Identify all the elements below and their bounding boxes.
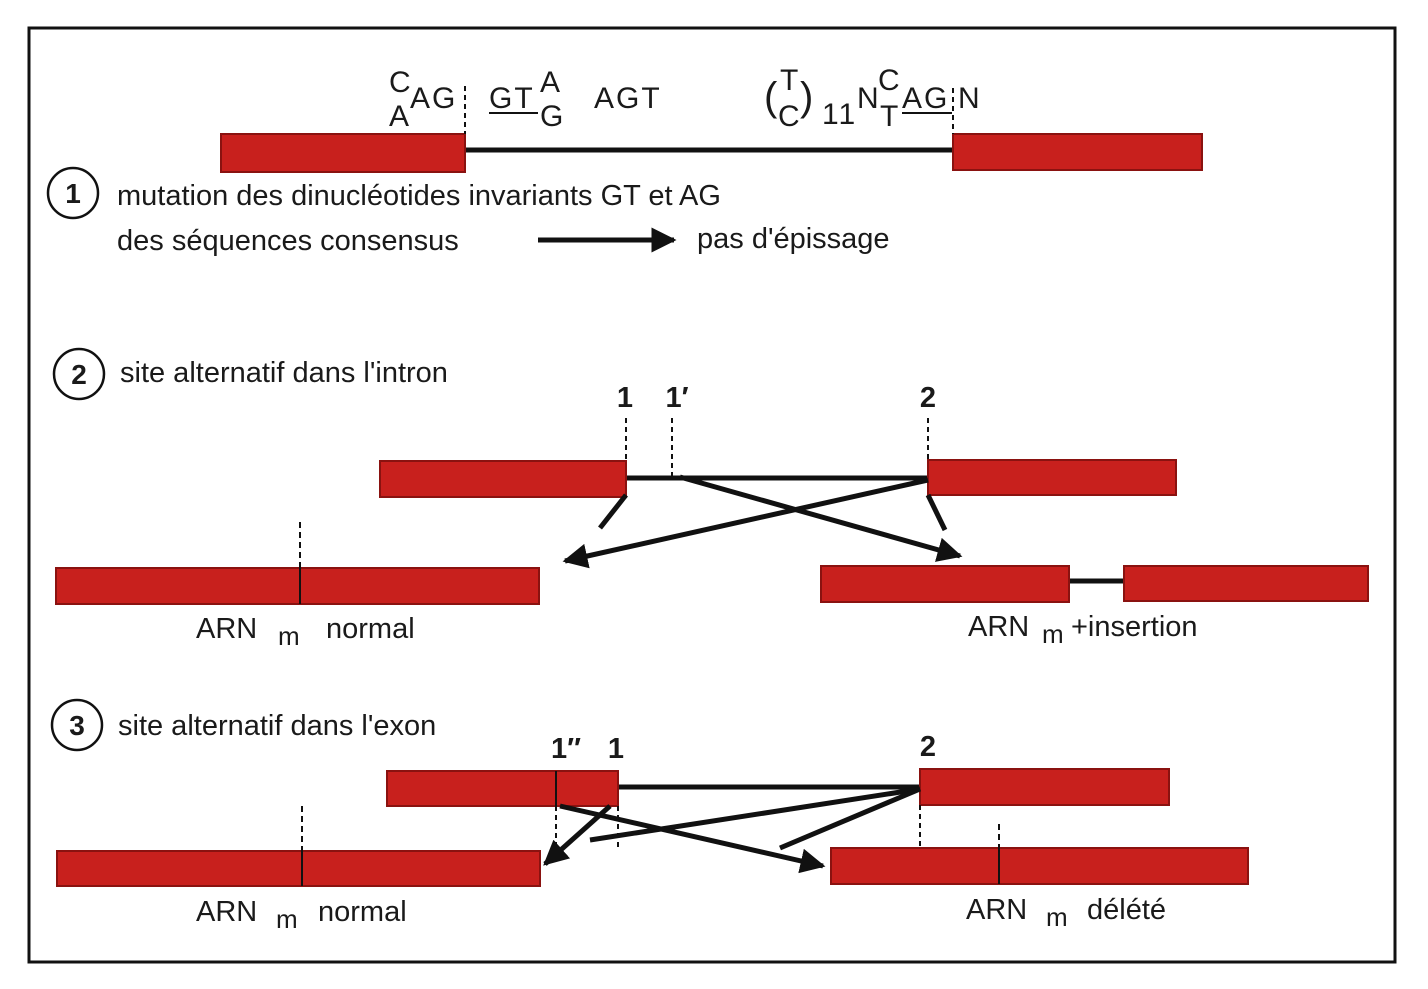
splice-arrow-2-insert-a	[679, 474, 963, 562]
circle-3	[50, 698, 104, 752]
site-3-label-1: 1	[608, 733, 624, 765]
exon-1-left	[220, 133, 466, 173]
section-2-title: site alternatif dans l'intron	[120, 357, 448, 389]
circle-3-number: 3	[69, 710, 85, 741]
seq-ag-left: AG	[410, 82, 457, 115]
section-3-deleted-mrna: ARN m délété	[830, 824, 1249, 932]
section-2-gene: 1 1′ 2	[379, 382, 1177, 569]
exon-2-right	[927, 459, 1177, 496]
site-2-label-1prime: 1′	[665, 382, 688, 414]
splice-arrow-2-normal-a	[598, 493, 628, 530]
section-1-line1: mutation des dinucléotides invariants GT…	[117, 180, 721, 212]
seq-n-right: N	[958, 82, 982, 115]
section-3-normal-mrna: ARN m normal	[56, 806, 541, 934]
seq-a-bottom: A	[389, 100, 411, 133]
site-3-label-2: 2	[920, 731, 936, 763]
circle-2	[52, 347, 106, 401]
mrna-2-insert-arn: ARN	[968, 611, 1029, 643]
seq-c-top2: C	[878, 64, 902, 97]
section-1-text: 1 mutation des dinucléotides invariants …	[46, 166, 890, 257]
splice-arrow-3-deleted-b	[779, 786, 921, 851]
consensus-sequence: C A AG GT A G AGT ( T C ) 11 N C T AG N	[389, 64, 982, 133]
seq-agt: AGT	[594, 82, 662, 115]
splice-arrow-3-normal-b	[589, 786, 921, 843]
mrna-2-normal-word: normal	[326, 613, 415, 645]
mrna-2-normal-arn: ARN	[196, 613, 257, 645]
mrna-2-insert-sub: m	[1042, 619, 1064, 649]
section-1-result: pas d'épissage	[697, 223, 890, 255]
mrna-2-insert-exon-a	[820, 565, 1070, 603]
seq-close-paren: )	[800, 75, 815, 119]
mrna-2-insert-exon-b	[1123, 565, 1369, 602]
mrna-3-deleted-sub: m	[1046, 902, 1068, 932]
exon-2-left	[379, 460, 627, 498]
exon-1-right	[952, 133, 1203, 171]
seq-t-sup: T	[780, 64, 800, 97]
site-2-label-2: 2	[920, 382, 936, 414]
mrna-3-deleted-word: délété	[1087, 894, 1166, 926]
section-3-gene: 1″ 1 2	[386, 731, 1170, 874]
mrna-2-normal	[55, 567, 540, 605]
exon-3-left	[386, 770, 619, 807]
seq-a-sup: A	[540, 66, 562, 99]
section-3-header: 3 site alternatif dans l'exon	[50, 698, 436, 752]
seq-eleven: 11	[822, 98, 857, 131]
figure-frame	[27, 26, 1397, 964]
mrna-2-normal-sub: m	[278, 621, 300, 651]
section-2-insert-mrna: ARN m +insertion	[820, 565, 1369, 649]
section-2-header: 2 site alternatif dans l'intron	[52, 347, 448, 401]
mrna-3-deleted	[830, 847, 1249, 885]
splice-arrow-2-normal-b	[562, 477, 929, 569]
mrna-2-insert-word: +insertion	[1071, 611, 1198, 643]
seq-t-bottom2: T	[880, 100, 900, 133]
circle-2-number: 2	[71, 359, 87, 390]
mrna-3-deleted-arn: ARN	[966, 894, 1027, 926]
circle-1-number: 1	[65, 178, 81, 209]
mrna-3-normal-arn: ARN	[196, 896, 257, 928]
circle-1	[46, 166, 100, 220]
site-2-label-1: 1	[617, 382, 633, 414]
section-3-title: site alternatif dans l'exon	[118, 710, 436, 742]
seq-g-sub: G	[540, 100, 565, 133]
seq-n-left: N	[857, 82, 881, 115]
mrna-3-normal-sub: m	[276, 904, 298, 934]
seq-c-sub: C	[778, 100, 802, 133]
seq-gt: GT	[489, 82, 535, 115]
site-3-label-1pp: 1″	[551, 733, 581, 765]
section-1-gene	[220, 86, 1203, 173]
mrna-3-normal-word: normal	[318, 896, 407, 928]
seq-c-top: C	[389, 66, 413, 99]
exon-3-right	[919, 768, 1170, 806]
mrna-3-normal	[56, 850, 541, 887]
section-1-line2: des séquences consensus	[117, 225, 459, 257]
splice-arrow-2-insert-b	[925, 493, 948, 532]
seq-ag-right: AG	[902, 82, 949, 115]
section-2-normal-mrna: ARN m normal	[55, 522, 540, 651]
splice-arrow-3-deleted-a	[559, 803, 826, 874]
seq-open-paren: (	[764, 75, 779, 119]
